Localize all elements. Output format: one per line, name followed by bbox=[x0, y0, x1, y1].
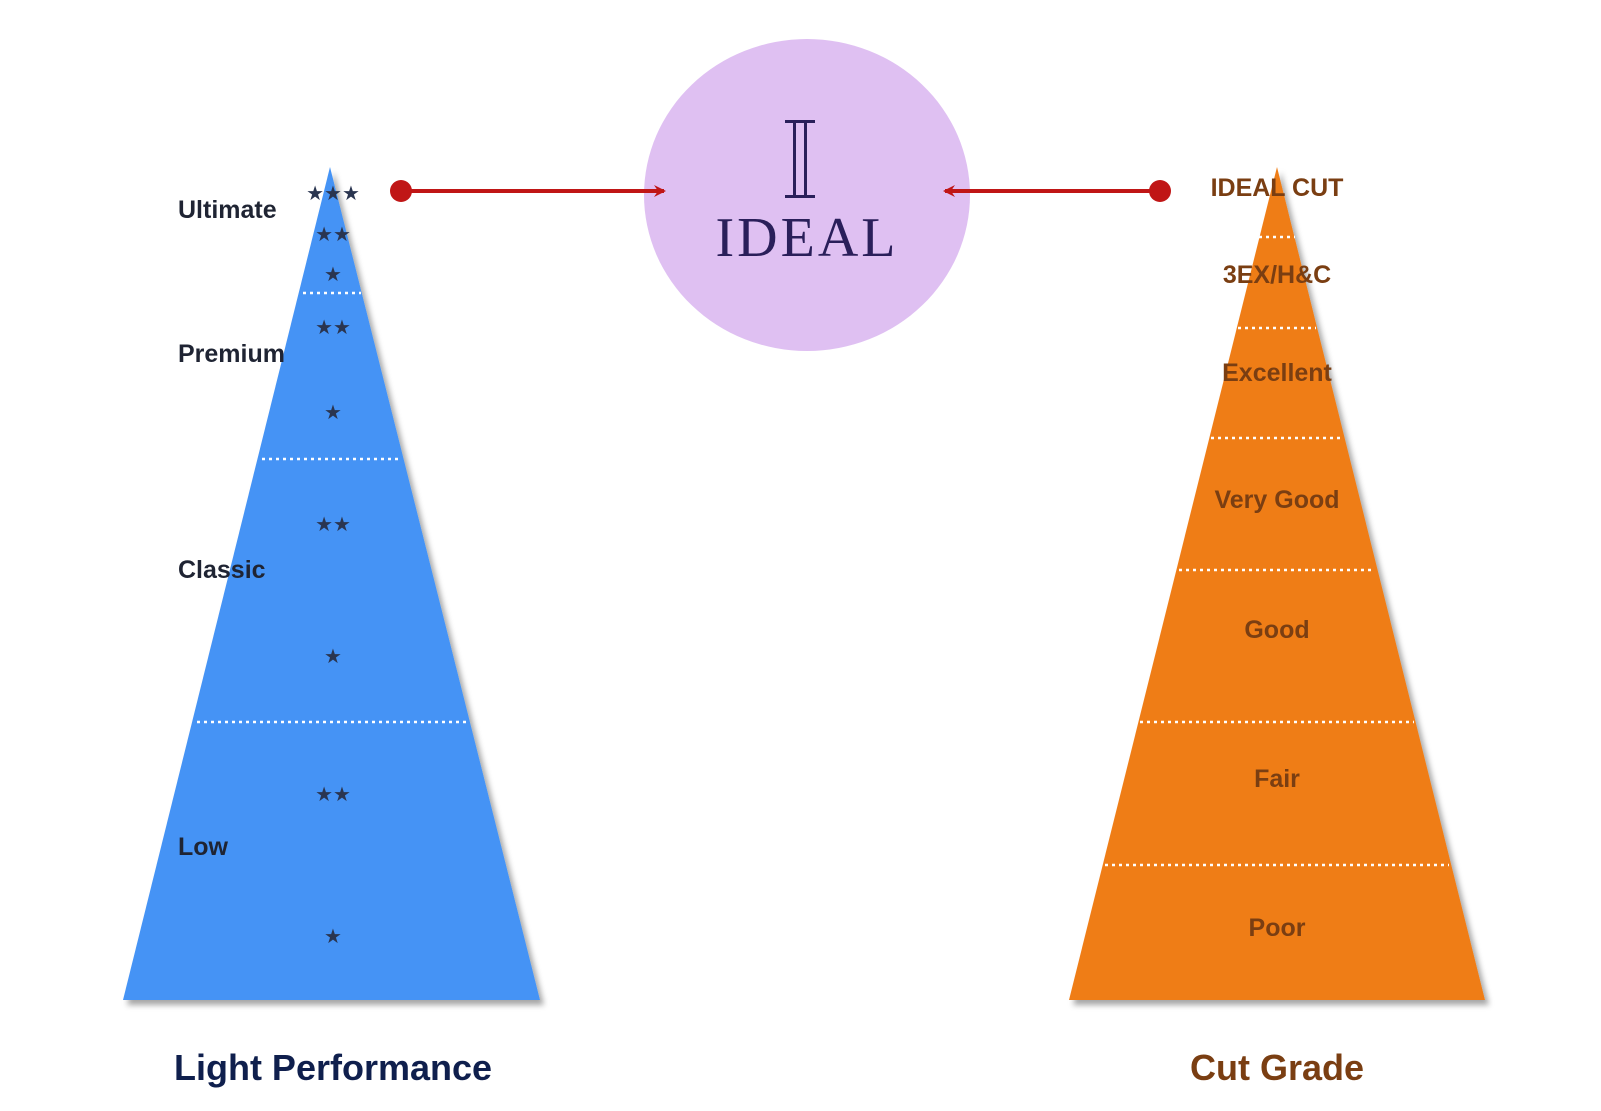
ideal-mark-icon bbox=[785, 120, 815, 198]
light-performance-title: Light Performance bbox=[174, 1047, 492, 1088]
grade-label-ideal-cut: IDEAL CUT bbox=[1211, 174, 1344, 202]
orange-triangle bbox=[1069, 167, 1485, 1000]
light-performance-pyramid: ★★★ ★★ ★ ★★ ★ ★★ ★ ★★ ★ Ultimate Premium… bbox=[123, 167, 540, 1088]
stars-premium-1: ★ bbox=[324, 400, 342, 424]
stars-premium-2: ★★ bbox=[315, 315, 351, 339]
stars-ultimate-1: ★ bbox=[324, 262, 342, 286]
grade-label-good: Good bbox=[1244, 616, 1309, 644]
level-label-ultimate: Ultimate bbox=[178, 196, 277, 224]
level-label-premium: Premium bbox=[178, 340, 285, 368]
grade-label-excellent: Excellent bbox=[1222, 359, 1332, 387]
stars-classic-2: ★★ bbox=[315, 512, 351, 536]
grade-label-3ex-hc: 3EX/H&C bbox=[1223, 261, 1331, 289]
ideal-logo-circle: IDEAL bbox=[644, 39, 970, 351]
stars-ultimate-3: ★★★ bbox=[306, 181, 360, 205]
cut-grade-title: Cut Grade bbox=[1190, 1047, 1364, 1088]
level-label-classic: Classic bbox=[178, 556, 266, 584]
grade-label-very-good: Very Good bbox=[1214, 486, 1339, 514]
level-label-low: Low bbox=[178, 833, 229, 861]
blue-triangle bbox=[123, 167, 540, 1000]
stars-low-1: ★ bbox=[324, 924, 342, 948]
logo-text: IDEAL bbox=[716, 207, 899, 269]
right-arrow bbox=[943, 180, 1171, 202]
stars-ultimate-2: ★★ bbox=[315, 222, 351, 246]
stars-classic-1: ★ bbox=[324, 644, 342, 668]
cut-grade-pyramid: IDEAL CUT 3EX/H&C Excellent Very Good Go… bbox=[1069, 167, 1485, 1088]
grade-label-fair: Fair bbox=[1254, 765, 1300, 793]
left-arrow bbox=[390, 180, 666, 202]
stars-low-2: ★★ bbox=[315, 782, 351, 806]
grade-label-poor: Poor bbox=[1249, 914, 1306, 942]
